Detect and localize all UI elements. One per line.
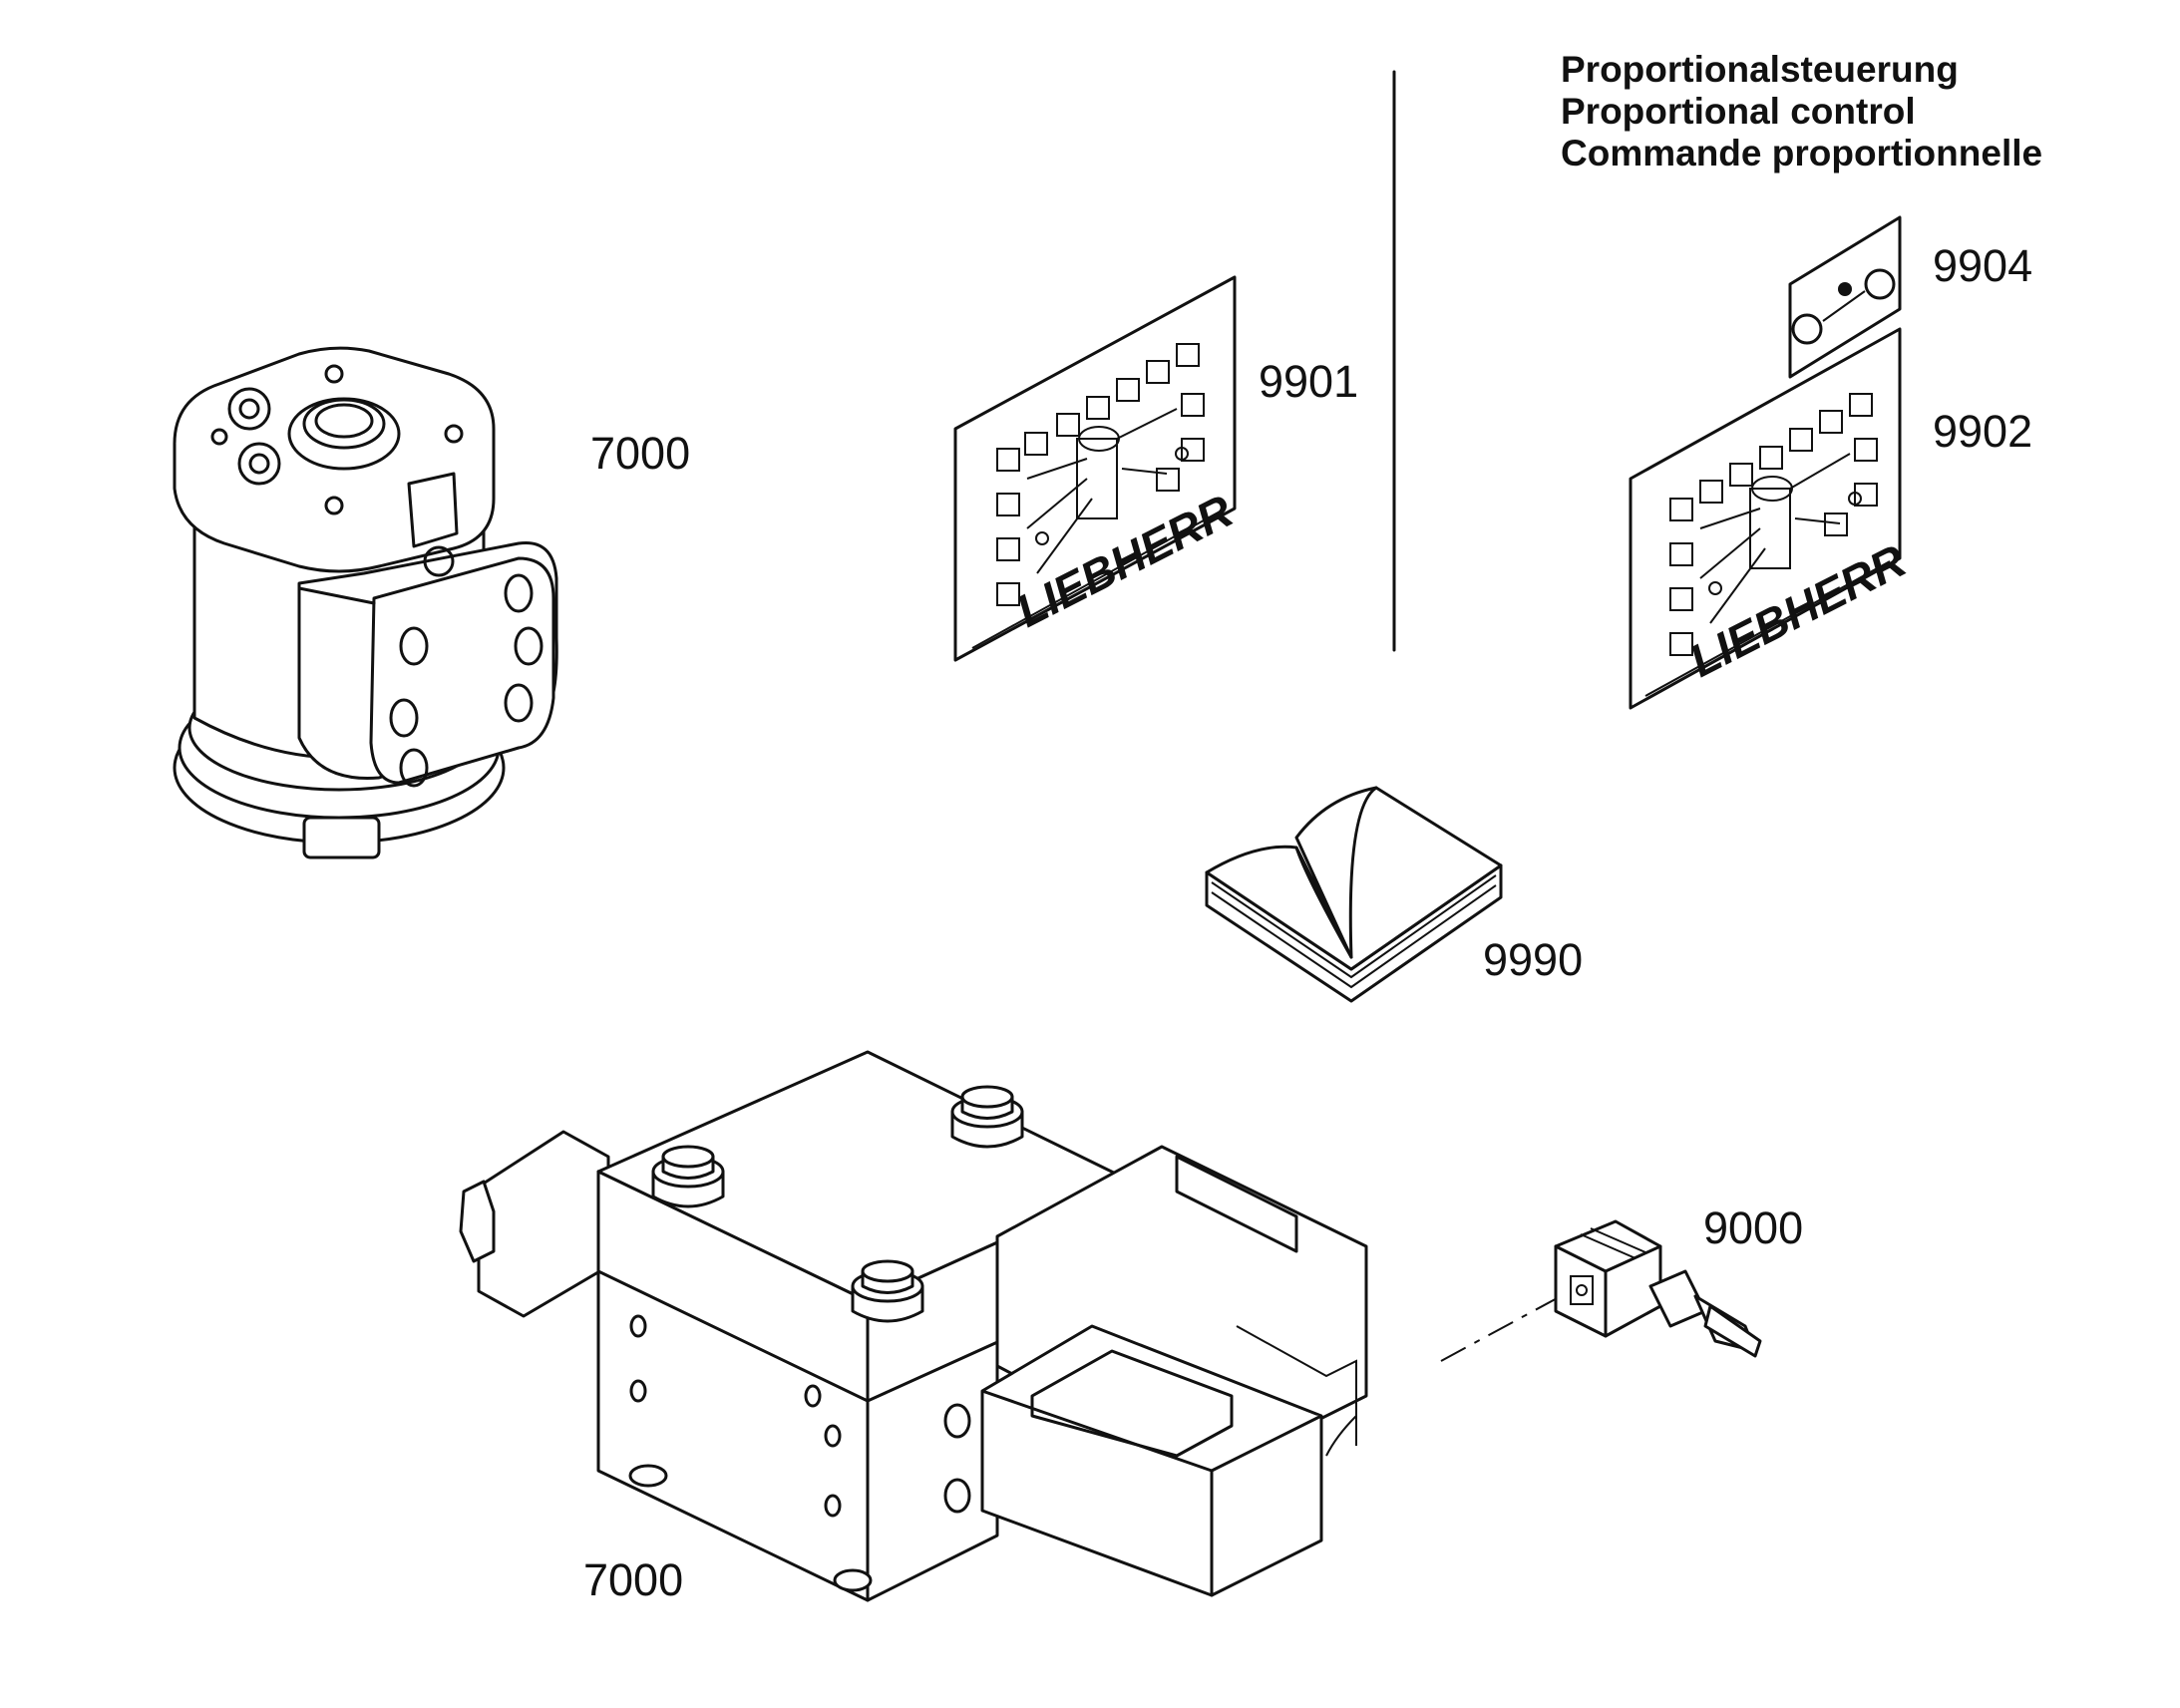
label-9902: 9902 [1933, 406, 2032, 457]
decal-9904-drawing [1788, 215, 1902, 379]
decal-9901-drawing: LIEBHERR [953, 275, 1241, 662]
label-9000: 9000 [1703, 1202, 1803, 1253]
connector-drawing [1440, 1219, 1762, 1362]
manual-drawing [1205, 786, 1503, 1003]
label-9990: 9990 [1483, 934, 1583, 985]
label-7000-steering: 7000 [590, 428, 690, 479]
steering-unit-drawing [173, 346, 558, 859]
title-block: Proportionalsteuerung Proportional contr… [1561, 49, 2042, 173]
title-english: Proportional control [1561, 91, 1916, 132]
valve-block-drawing [459, 1050, 1368, 1602]
label-9904: 9904 [1933, 240, 2032, 291]
label-7000-valve: 7000 [583, 1554, 683, 1605]
title-german: Proportionalsteuerung [1561, 49, 1959, 90]
title-french: Commande proportionnelle [1561, 133, 2042, 173]
decal-9902-drawing: LIEBHERR [1629, 327, 1914, 710]
label-9901: 9901 [1259, 356, 1358, 407]
